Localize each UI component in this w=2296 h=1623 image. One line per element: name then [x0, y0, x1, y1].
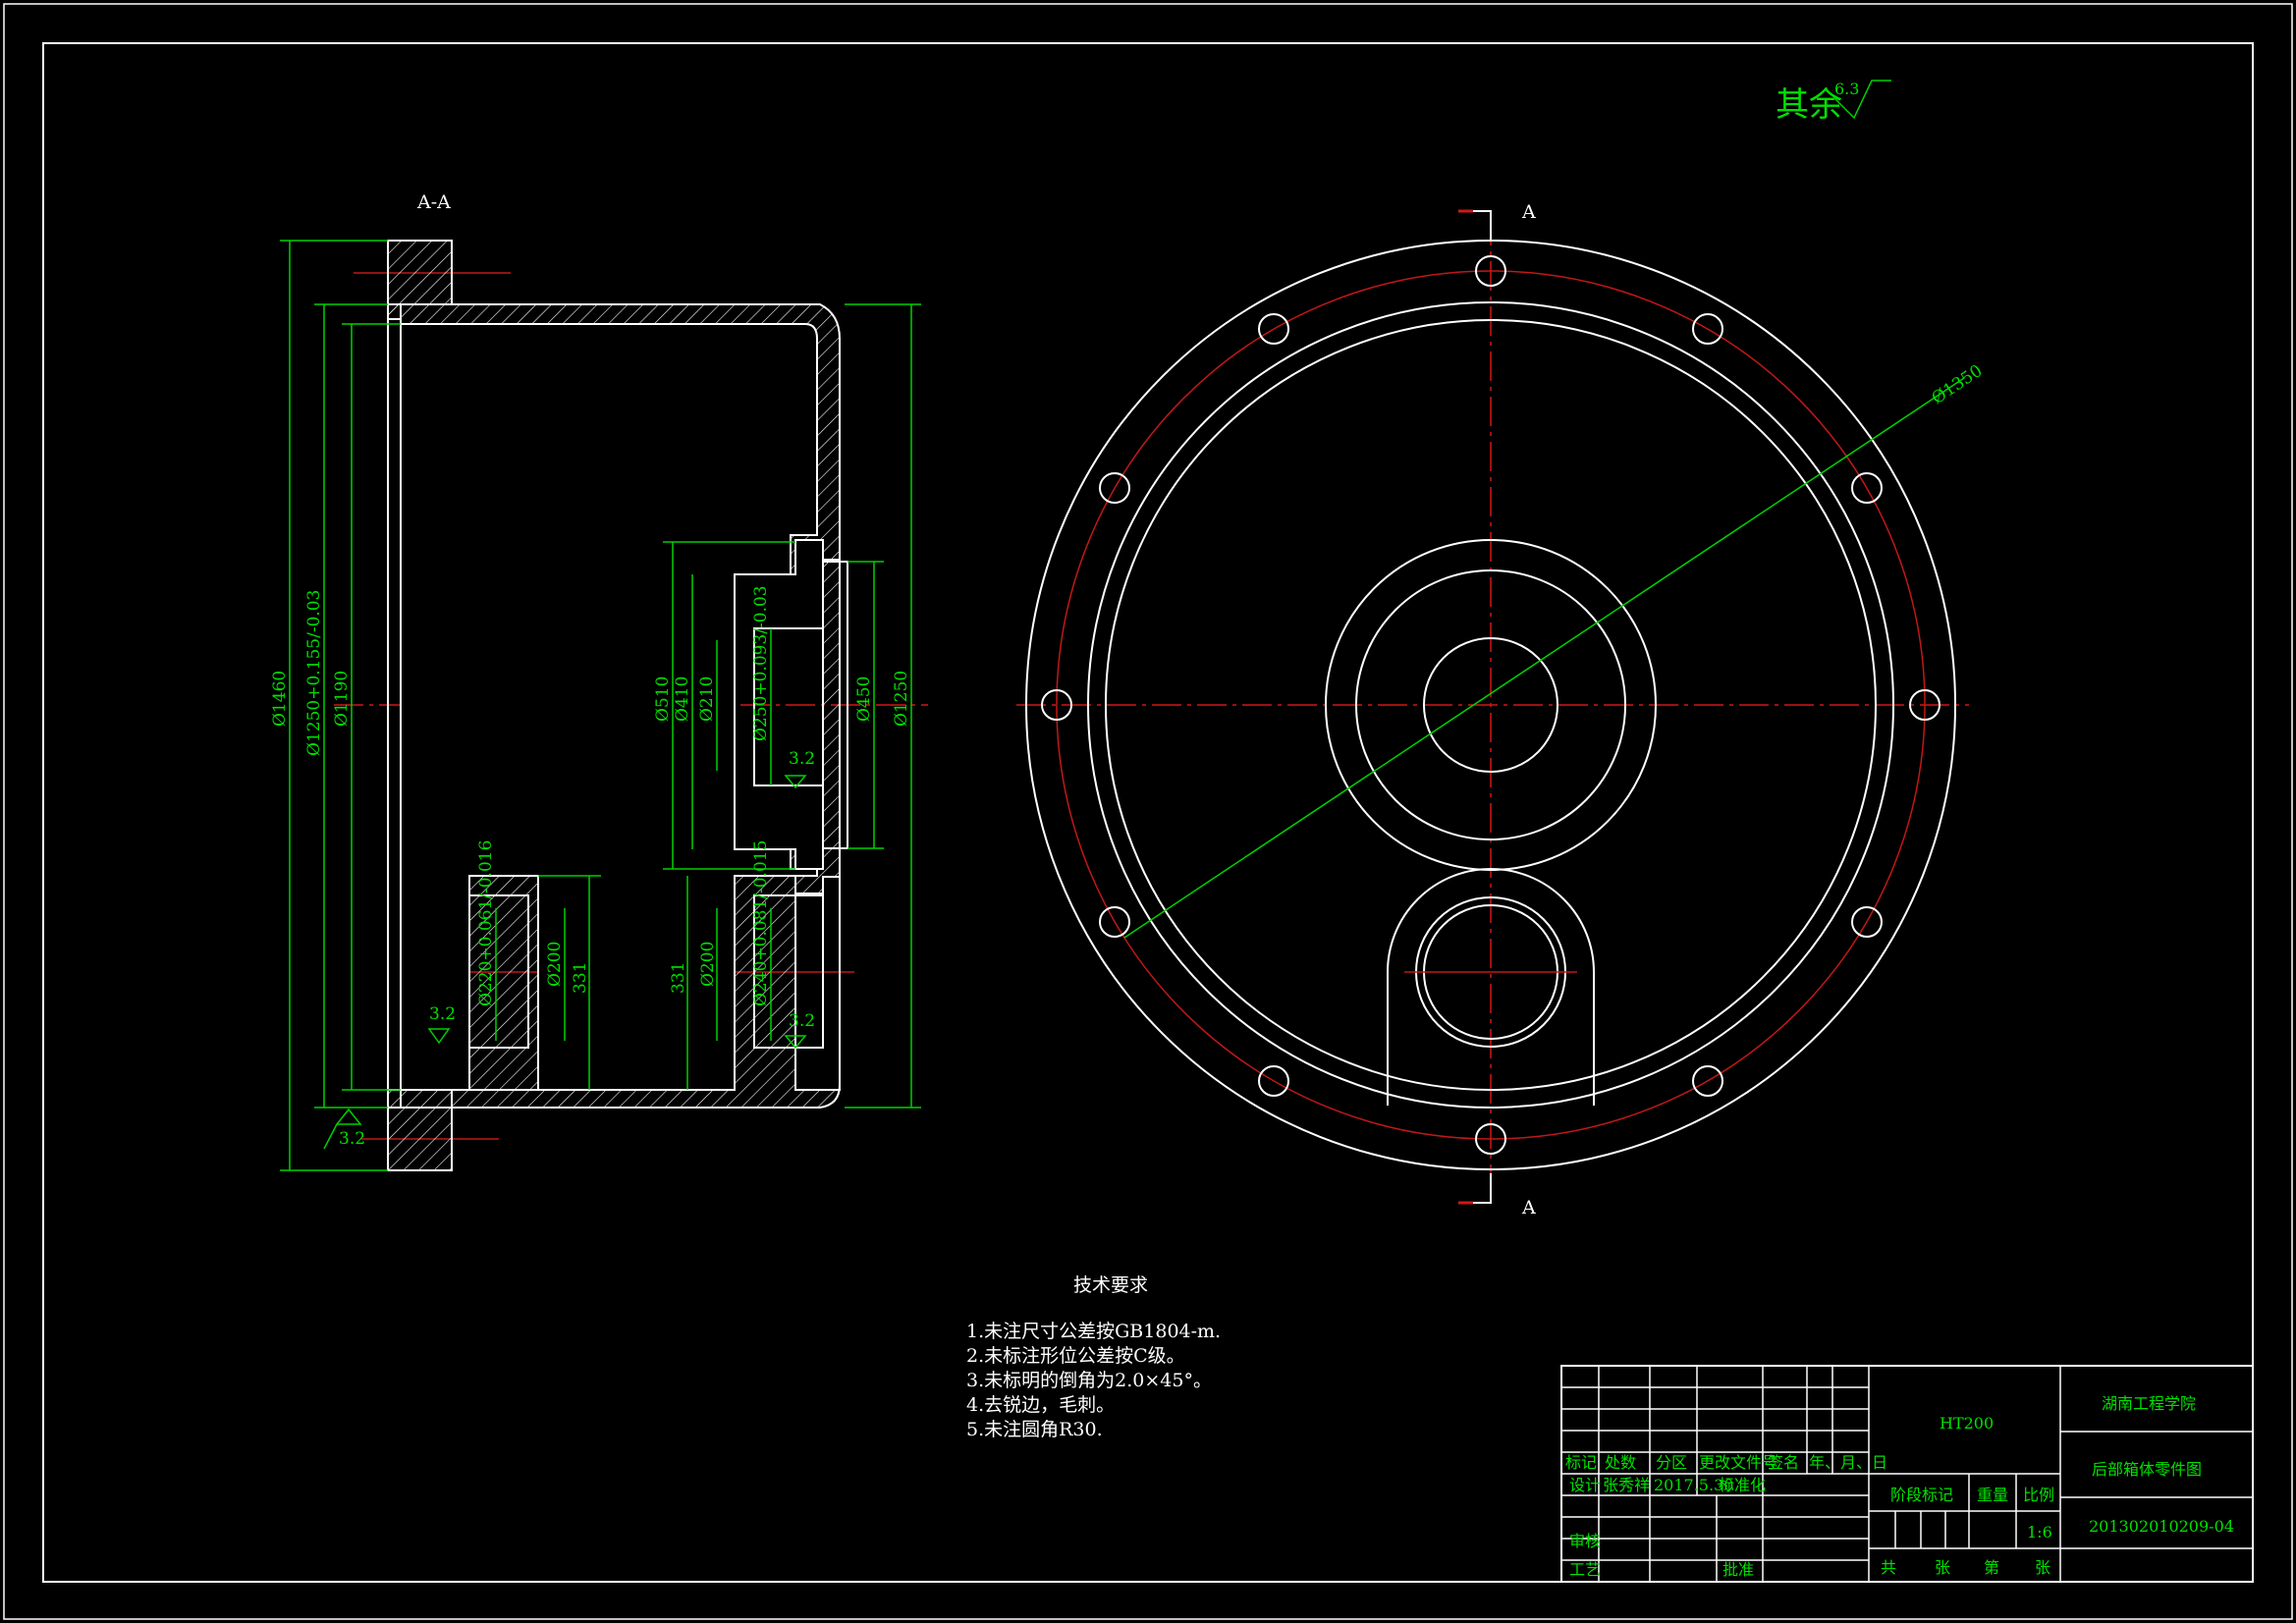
plan-view: A A [1016, 201, 1986, 1218]
center-bore [1423, 637, 1558, 773]
title-block: 标记 处数 分区 更改文件号 签名 年、月、日 设计 张秀祥 2017.5.30… [1560, 1365, 2254, 1583]
roughness-marks: 3.2 3.2 3.2 3.2 [323, 749, 815, 1150]
tb-sheets-total: 共 [1881, 1558, 1896, 1577]
center-boss-outer [1325, 539, 1657, 871]
tb-process-label: 工艺 [1569, 1560, 1601, 1579]
bolt-circle-dim: Ø1350 [1929, 361, 1987, 408]
dim-d240: Ø240+0.081/-0.015 [751, 840, 771, 1006]
housing-cavity [400, 323, 818, 1091]
tech-item-3: 3.未标明的倒角为2.0×45°。 [966, 1370, 1212, 1391]
tb-drawing-name: 后部箱体零件图 [2092, 1460, 2202, 1479]
dim-d410: Ø410 [673, 676, 692, 722]
dim-l331b: 331 [669, 962, 688, 994]
tb-standardize-label: 标准化 [1719, 1476, 1766, 1494]
section-dimensions [280, 240, 921, 1171]
dim-d210: Ø210 [697, 676, 717, 722]
tb-sheets-unit2: 张 [2035, 1558, 2050, 1577]
roughness-symbol [1833, 80, 1891, 120]
bolt-circle [1056, 270, 1926, 1140]
ra-upper: 3.2 [789, 749, 815, 769]
tb-scale-value: 1:6 [2027, 1523, 2052, 1542]
dim-d1250: Ø1250+0.155/-0.03 [304, 590, 324, 756]
dim-d250: Ø250+0.093/-0.03 [751, 585, 771, 741]
tb-drawing-number: 201302010209-04 [2089, 1517, 2234, 1536]
tech-requirements: 技术要求 1.未注尺寸公差按GB1804-m. 2.未标注形位公差按C级。 3.… [966, 1274, 1221, 1440]
tb-header-mark: 标记 [1565, 1453, 1597, 1472]
tb-material: HT200 [1940, 1414, 1994, 1433]
tb-weight-label: 重量 [1977, 1486, 2008, 1504]
tech-item-4: 4.去锐边，毛刺。 [966, 1394, 1115, 1416]
tech-item-2: 2.未标注形位公差按C级。 [966, 1345, 1185, 1367]
tech-title: 技术要求 [1073, 1274, 1148, 1296]
tb-school: 湖南工程学院 [2102, 1394, 2196, 1413]
cut-label-top: A [1521, 201, 1536, 223]
tb-header-doc: 更改文件号 [1699, 1453, 1777, 1472]
flange-outer-circle [1025, 240, 1956, 1170]
dim-d1190: Ø1190 [332, 671, 352, 727]
tb-approve-label: 批准 [1722, 1560, 1754, 1579]
cut-label-bottom: A [1521, 1197, 1536, 1218]
section-title: A-A [416, 191, 451, 213]
outer-border [3, 3, 2293, 1620]
center-boss-mid [1355, 569, 1626, 840]
housing-inner-circle [1105, 319, 1877, 1091]
tb-design-date: 2017.5.30 [1654, 1476, 1733, 1494]
dim-d220: Ø220+0.061/-0.016 [476, 840, 496, 1006]
dim-d450: Ø450 [854, 676, 874, 722]
tb-header-count: 处数 [1605, 1453, 1636, 1472]
dim-d510: Ø510 [653, 676, 673, 722]
section-view: A-A [270, 191, 928, 1171]
upper-bore-face [822, 561, 848, 849]
tb-stage-label: 阶段标记 [1890, 1486, 1953, 1504]
bolt-circle-leader [1123, 377, 1965, 939]
drawing-frame [42, 42, 2254, 1583]
tb-review-label: 审核 [1569, 1532, 1601, 1550]
lower-bore-left [468, 894, 529, 1049]
bolt-holes [1041, 255, 1941, 1155]
ra-lower-right: 3.2 [789, 1011, 815, 1031]
dim-d200b: Ø200 [698, 942, 718, 987]
flange-edge [387, 303, 402, 1109]
tb-design-label: 设计 [1569, 1476, 1601, 1494]
tb-designer: 张秀祥 [1603, 1476, 1650, 1494]
cut-marker-bottom [1458, 1173, 1492, 1204]
tb-sheets-no: 第 [1984, 1558, 1999, 1577]
tb-scale-label: 比例 [2023, 1486, 2054, 1504]
dim-d1460: Ø1460 [270, 671, 290, 727]
lower-bore-right [753, 894, 824, 1049]
ra-lower-left: 3.2 [429, 1004, 456, 1024]
ra-flange: 3.2 [339, 1129, 365, 1149]
tech-item-1: 1.未注尺寸公差按GB1804-m. [966, 1321, 1221, 1342]
surface-note-label: 其余 [1776, 85, 1842, 125]
tb-header-date: 年、月、日 [1809, 1453, 1887, 1472]
tech-item-5: 5.未注圆角R30. [966, 1419, 1103, 1440]
surface-roughness-note: 其余 6.3 [1776, 80, 1891, 125]
tb-sheets-unit1: 张 [1935, 1558, 1950, 1577]
cut-marker-top [1458, 210, 1492, 241]
dim-d200a: Ø200 [545, 942, 565, 987]
housing-outer-circle [1087, 301, 1894, 1109]
tb-header-zone: 分区 [1656, 1453, 1687, 1472]
surface-note-value: 6.3 [1834, 80, 1859, 98]
dim-l331a: 331 [571, 962, 590, 994]
tb-header-sign: 签名 [1768, 1453, 1799, 1472]
dim-d1250r: Ø1250 [892, 671, 911, 727]
